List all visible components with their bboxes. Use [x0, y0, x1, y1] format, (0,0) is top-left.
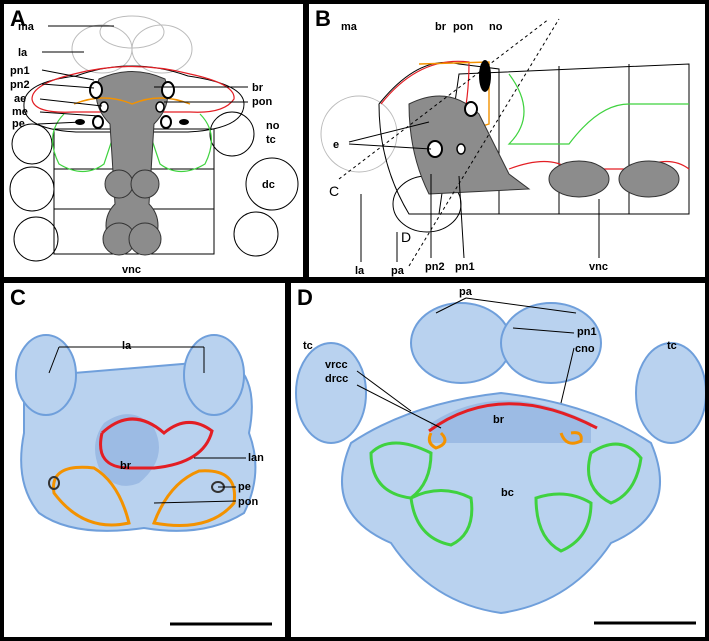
- la-right-outline: [131, 24, 193, 74]
- label-la: la: [18, 47, 28, 59]
- label-bc: bc: [501, 487, 514, 499]
- panel-d-letter: D: [297, 285, 313, 310]
- label-pn1: pn1: [10, 65, 30, 77]
- label-la: la: [355, 265, 365, 277]
- label-no: no: [266, 120, 280, 132]
- label-pn2: pn2: [425, 261, 445, 273]
- panel-b: ma br pon no e C D la pa pn2 pn1 vnc B: [309, 4, 705, 277]
- label-e: e: [333, 139, 339, 151]
- panel-c: la lan br pe pon C: [4, 283, 285, 637]
- label-ma: ma: [341, 21, 358, 33]
- label-br: br: [435, 21, 447, 33]
- label-vnc: vnc: [589, 261, 608, 273]
- label-dc: dc: [262, 179, 275, 191]
- label-pon: pon: [252, 96, 272, 108]
- label-pa: pa: [459, 286, 473, 298]
- panel-b-diagram: ma br pon no e C D la pa pn2 pn1 vnc: [320, 18, 690, 277]
- panel-d: pa pn1 cno tc tc vrcc drcc br bc D: [291, 283, 705, 637]
- label-pon: pon: [238, 496, 258, 508]
- label-ae: ae: [14, 93, 26, 105]
- label-lan: lan: [248, 452, 264, 464]
- panel-a-letter: A: [10, 6, 26, 31]
- panel-a: ma la pn1 pn2 ae me pe br pon no tc dc v…: [4, 4, 303, 277]
- panel-c-letter: C: [10, 285, 26, 310]
- label-pe: pe: [238, 481, 251, 493]
- label-br: br: [120, 460, 132, 472]
- label-pe: pe: [12, 118, 25, 130]
- label-ma: ma: [18, 21, 35, 33]
- label-pa: pa: [391, 265, 405, 277]
- label-drcc: drcc: [325, 373, 348, 385]
- label-br: br: [252, 82, 264, 94]
- panel-d-micrograph: pa pn1 cno tc tc vrcc drcc br bc: [291, 283, 705, 637]
- label-tc-right: tc: [667, 340, 677, 352]
- label-pn2: pn2: [10, 79, 30, 91]
- panel-a-diagram: ma la pn1 pn2 ae me pe br pon no tc dc v…: [9, 15, 299, 276]
- label-pn1: pn1: [455, 261, 475, 273]
- label-la: la: [122, 340, 132, 352]
- label-cno: cno: [575, 343, 595, 355]
- label-vrcc: vrcc: [325, 359, 348, 371]
- label-no: no: [489, 21, 503, 33]
- label-D: D: [401, 229, 411, 245]
- panel-b-letter: B: [315, 6, 331, 31]
- panel-c-micrograph: la lan br pe pon: [4, 283, 285, 637]
- label-pon: pon: [453, 21, 473, 33]
- label-tc-left: tc: [303, 340, 313, 352]
- label-vnc: vnc: [122, 264, 141, 276]
- label-me: me: [12, 106, 28, 118]
- label-tc: tc: [266, 134, 276, 146]
- label-br: br: [493, 414, 505, 426]
- ma-outline: [99, 15, 165, 49]
- label-pn1: pn1: [577, 326, 597, 338]
- label-C: C: [329, 183, 339, 199]
